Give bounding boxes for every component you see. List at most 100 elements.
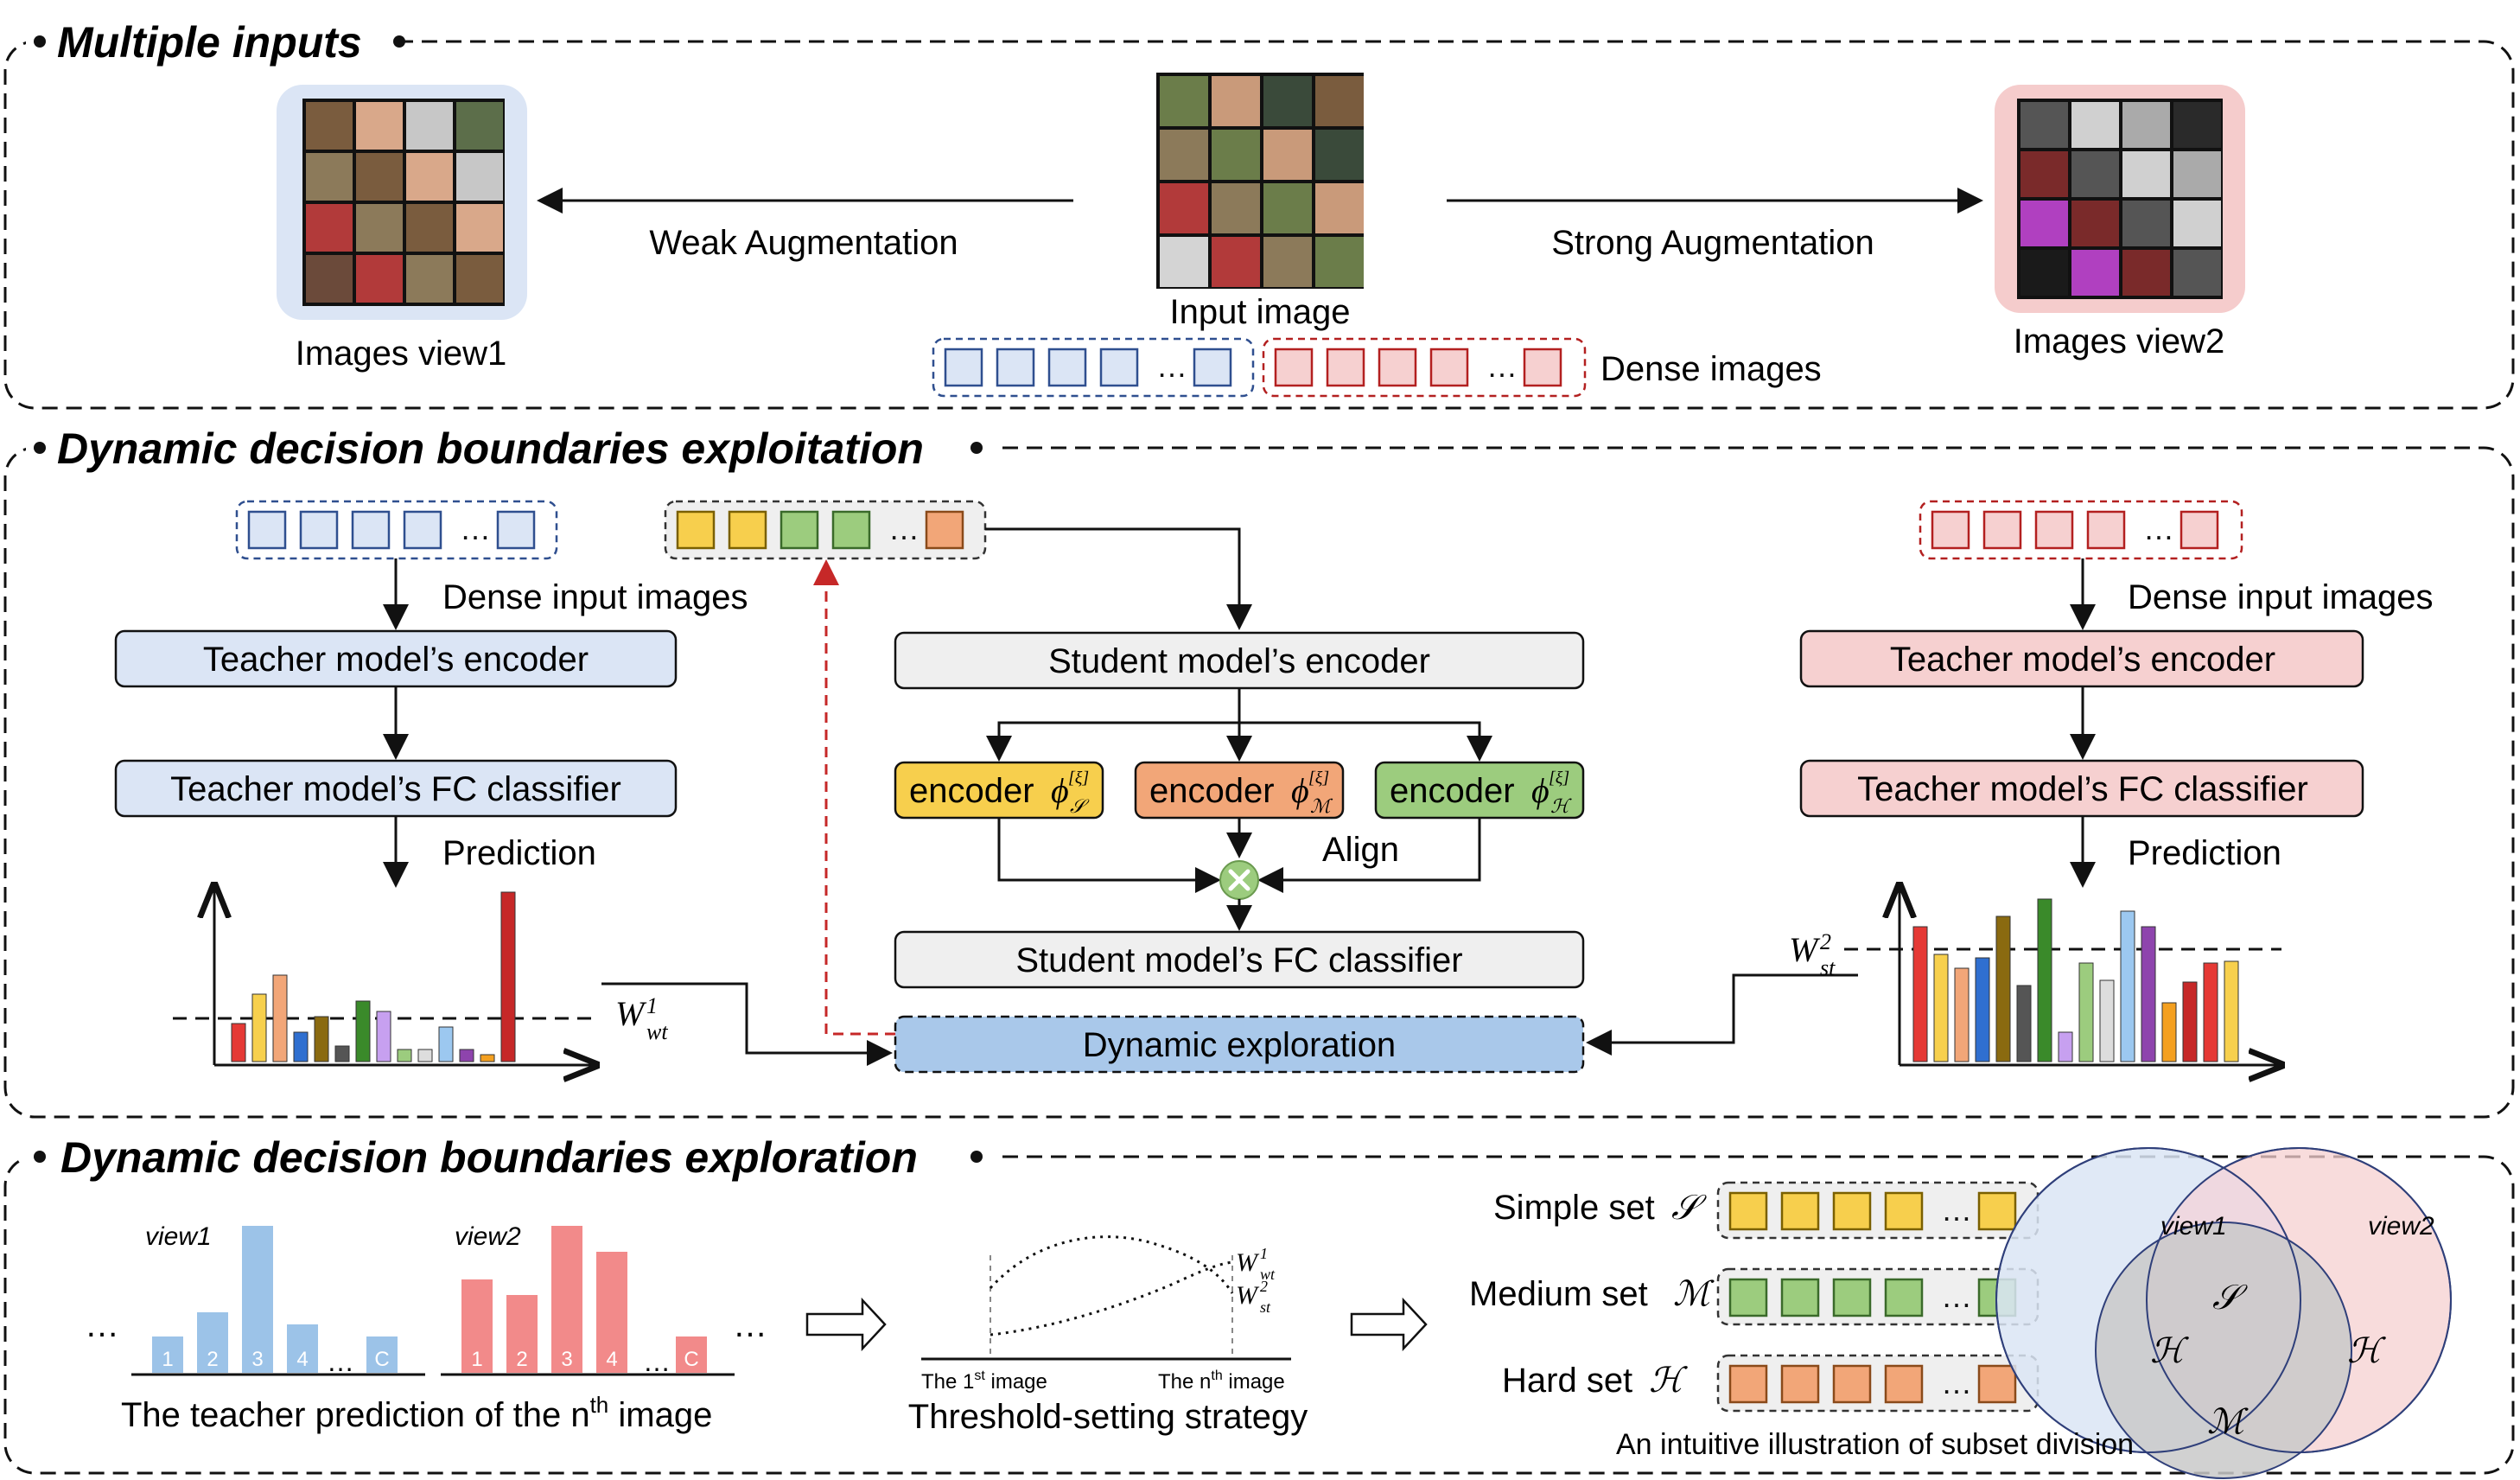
section-title-exploitation: Dynamic decision boundaries exploitation (34, 424, 983, 473)
title-exploration: Dynamic decision boundaries exploration (60, 1133, 918, 1182)
teacher-fc-left-label: Teacher model’s FC classifier (170, 770, 621, 808)
feedback-arrow (813, 559, 895, 1036)
right-prediction-bar (2182, 981, 2198, 1062)
medium-set-strip: … (1716, 1267, 2040, 1326)
medium-set-square (1780, 1278, 1820, 1317)
left-prediction-bar (459, 1049, 474, 1062)
view2-thumb (2122, 151, 2170, 197)
medium-set-square (1728, 1278, 1768, 1317)
label-input-image: Input image (1169, 293, 1350, 331)
label-dense-input-left: Dense input images (442, 578, 748, 616)
simple-set-square (1977, 1191, 2017, 1231)
left-prediction-bar (376, 1011, 391, 1062)
view2-pred-bar-label: C (684, 1348, 698, 1371)
dense-right-square (1982, 510, 2022, 550)
right-prediction-bar (2037, 898, 2052, 1062)
student-fc (894, 930, 1585, 989)
view1-pred-bar-label: 4 (296, 1348, 308, 1371)
svg-text:ϕ: ϕ (1531, 771, 1550, 810)
svg-text:[ξ]: [ξ] (1068, 769, 1089, 788)
view1-thumb (456, 204, 503, 252)
right-prediction-bar (2078, 962, 2094, 1062)
input-image (1156, 73, 1364, 289)
view2-thumb (2071, 151, 2119, 197)
label-hard-set: Hard set (1502, 1362, 1632, 1400)
simple-set-square (1832, 1191, 1872, 1231)
view1-thumb (406, 204, 453, 252)
input-thumb (1315, 183, 1364, 233)
view2-pred-bar (676, 1336, 707, 1373)
medium-set-square (1832, 1278, 1872, 1317)
input-thumb (1160, 237, 1208, 287)
label-images-view1: Images view1 (296, 335, 507, 373)
right-prediction-bar (2224, 960, 2239, 1062)
dense-top-blue-square (996, 348, 1035, 387)
svg-text:…: … (1156, 348, 1187, 384)
svg-text:[ξ]: [ξ] (1308, 769, 1329, 788)
svg-text:ℋ: ℋ (1550, 795, 1572, 817)
svg-text:2: 2 (1820, 929, 1831, 954)
label-medium-set: Medium set (1469, 1275, 1648, 1313)
view2-pred-bar-label: 4 (606, 1348, 617, 1371)
dense-left-square (299, 510, 339, 550)
view2-thumb (2122, 201, 2170, 246)
dense-top-red-square (1326, 348, 1365, 387)
view1-thumb (456, 255, 503, 303)
svg-text:ℋ: ℋ (2347, 1331, 2386, 1370)
label-subset-caption: An intuitive illustration of subset divi… (1616, 1428, 2134, 1461)
dense-top-red-square (1378, 348, 1417, 387)
svg-text:wt: wt (646, 1019, 668, 1044)
dense-right-square (1931, 510, 1970, 550)
input-thumb (1263, 76, 1312, 126)
hard-set-strip: … (1716, 1354, 2040, 1413)
view2-thumb (2020, 250, 2068, 296)
svg-text:st: st (1260, 1298, 1271, 1316)
right-prediction-bar (2120, 910, 2135, 1062)
label-prediction-right: Prediction (2128, 834, 2281, 872)
input-thumb (1212, 183, 1260, 233)
simple-set-square (1728, 1191, 1768, 1231)
input-thumb (1263, 130, 1312, 180)
left-prediction-bar (293, 1031, 309, 1062)
svg-text:…: … (1941, 1365, 1972, 1400)
svg-text:…: … (733, 1306, 767, 1344)
input-thumb (1263, 183, 1312, 233)
right-prediction-bar (1975, 957, 1990, 1062)
view1-thumb (406, 153, 453, 201)
label-nth-image: The nth image (1158, 1368, 1285, 1394)
images-view2 (1995, 85, 2245, 313)
label-teacher-prediction: The teacher prediction of the nth image (121, 1392, 712, 1434)
title-multiple-inputs: Multiple inputs (57, 18, 362, 67)
svg-text:[ξ]: [ξ] (1549, 769, 1569, 788)
label-simple-set: Simple set (1493, 1189, 1655, 1227)
prediction-chart-right: W st 2 (1789, 885, 2281, 1065)
hollow-arrow-2 (1350, 1297, 1428, 1352)
medium-set-square (1884, 1278, 1924, 1317)
label-first-image: The 1st image (921, 1368, 1047, 1394)
hard-set-square (1728, 1364, 1768, 1404)
left-prediction-bar (314, 1016, 329, 1062)
view2-thumb (2122, 102, 2170, 148)
label-dense-images: Dense images (1600, 350, 1822, 388)
label-view1-small: view1 (145, 1222, 212, 1251)
dense-right-square (2034, 510, 2074, 550)
left-prediction-bar (500, 891, 516, 1062)
svg-text:1: 1 (1260, 1245, 1268, 1262)
svg-text:ℳ: ℳ (2207, 1402, 2249, 1441)
label-prediction-left: Prediction (442, 834, 596, 872)
view2-thumb (2071, 102, 2119, 148)
view1-thumb (406, 102, 453, 150)
right-prediction-bar (1995, 915, 2011, 1062)
view1-thumb (356, 204, 403, 252)
right-prediction-bar (2141, 926, 2156, 1062)
input-thumb (1160, 76, 1208, 126)
view2-thumb (2122, 250, 2170, 296)
input-thumb (1263, 237, 1312, 287)
svg-text:2: 2 (1260, 1278, 1268, 1295)
w-wt-label: W (615, 994, 647, 1033)
view1-thumb (306, 102, 353, 150)
venn-view2-label: view2 (2368, 1212, 2434, 1241)
teacher-encoder-right-label: Teacher model’s encoder (1890, 641, 2275, 679)
venn-view1-label: view1 (2160, 1212, 2227, 1241)
input-thumb (1315, 76, 1364, 126)
